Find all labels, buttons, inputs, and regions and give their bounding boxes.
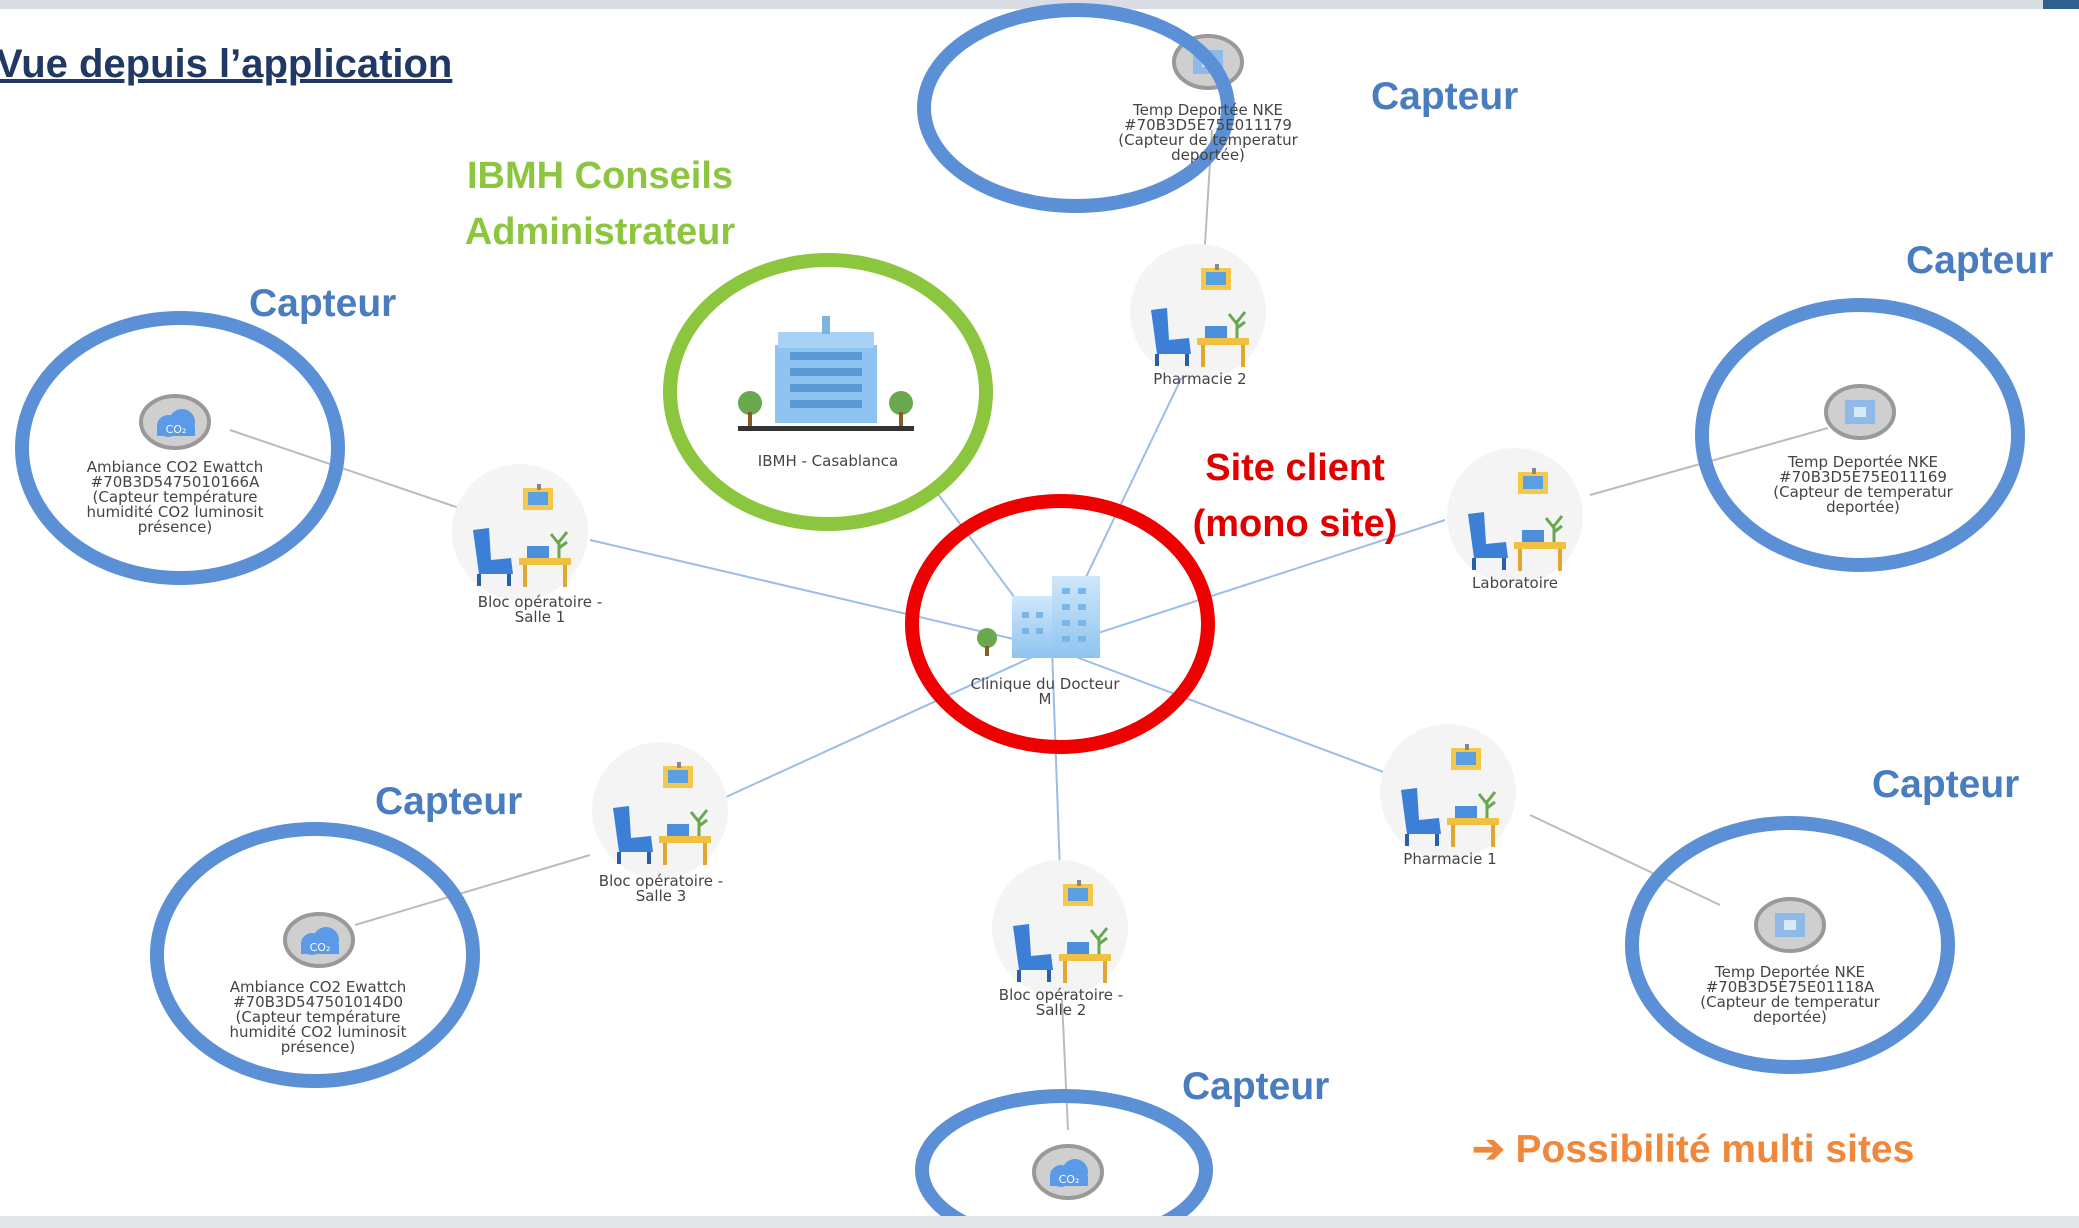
ring-sensor-left-bottom xyxy=(150,822,480,1088)
thermo-icon xyxy=(1754,897,1826,953)
ring-admin xyxy=(663,253,993,531)
thermo-icon xyxy=(1824,384,1896,440)
site-annotation: Site client(mono site) xyxy=(1192,447,1398,545)
multi-sites-text: Possibilité multi sites xyxy=(1515,1128,1915,1171)
co2-icon: CO₂ xyxy=(1032,1144,1104,1200)
co2-text: CO₂ xyxy=(310,941,331,954)
node-label-sensor-right-bottom: Temp Deportée NKE#70B3D5E75E01118A(Capte… xyxy=(1700,963,1880,1026)
co2-text: CO₂ xyxy=(166,423,187,436)
edge-bloc3-sensor xyxy=(354,854,591,926)
node-label-pharmacie1: Pharmacie 1 xyxy=(1403,850,1497,868)
capteur-label: Capteur xyxy=(1182,1065,1330,1108)
admin-building-icon xyxy=(738,316,914,431)
edge-center-bloc3 xyxy=(679,647,1053,819)
ring-site xyxy=(905,494,1215,754)
node-bloc3 xyxy=(592,742,728,878)
ring-sensor-top xyxy=(917,3,1235,213)
node-label-bloc2: Bloc opératoire -Salle 2 xyxy=(998,986,1124,1019)
co2-text: CO₂ xyxy=(1059,1173,1080,1186)
capteur-label: Capteur xyxy=(1906,239,2054,282)
page-title: Vue depuis l’application xyxy=(0,42,453,86)
ring-sensor-left-top xyxy=(15,311,345,585)
edge-pharmacie1-sensor xyxy=(1529,814,1721,906)
arrow-right-icon: ➔ xyxy=(1472,1128,1505,1171)
node-label-bloc3: Bloc opératoire -Salle 3 xyxy=(598,872,724,905)
edge-center-bloc1 xyxy=(589,539,1053,649)
node-label-sensor-left-bottom: Ambiance CO2 Ewattch#70B3D547501014D0(Ca… xyxy=(229,978,407,1056)
highlight-rings xyxy=(15,3,2025,1228)
co2-icon: CO₂ xyxy=(139,394,211,450)
edge-bloc1-sensor xyxy=(229,429,466,511)
node-pharmacie1 xyxy=(1380,724,1516,860)
edge-center-pharmacie1 xyxy=(1051,647,1406,781)
capteur-label: Capteur xyxy=(375,780,523,823)
ring-sensor-bottom xyxy=(915,1089,1213,1228)
center-building-icon xyxy=(977,576,1100,658)
node-label-sensor-left-top: Ambiance CO2 Ewattch#70B3D5475010166A(Ca… xyxy=(86,458,264,536)
capteur-label: Capteur xyxy=(249,282,397,325)
edge-bloc2-sensor xyxy=(1061,999,1069,1131)
co2-icon: CO₂ xyxy=(283,912,355,968)
ring-sensor-right-bottom xyxy=(1625,816,1955,1074)
node-bloc2 xyxy=(992,860,1128,996)
top-bar xyxy=(0,0,2079,9)
bottom-bar xyxy=(0,1216,2079,1228)
ring-sensor-right-top xyxy=(1695,298,2025,572)
multi-sites-annotation: ➔ Possibilité multi sites xyxy=(1472,1130,1914,1169)
node-bloc1 xyxy=(452,464,588,600)
node-label-laboratoire: Laboratoire xyxy=(1472,574,1558,592)
edge-center-laboratoire xyxy=(1051,519,1446,649)
node-label-admin: IBMH - Casablanca xyxy=(757,452,899,470)
node-label-sensor-top: Temp Deportée NKE#70B3D5E75E011179(Capte… xyxy=(1118,101,1298,164)
node-label-pharmacie2: Pharmacie 2 xyxy=(1153,370,1247,388)
top-bar-accent xyxy=(2043,0,2079,9)
capteur-label: Capteur xyxy=(1371,75,1519,118)
room-nodes xyxy=(452,244,1583,996)
node-label-sensor-right-top: Temp Deportée NKE#70B3D5E75E011169(Capte… xyxy=(1773,453,1953,516)
node-laboratoire xyxy=(1447,448,1583,584)
node-pharmacie2 xyxy=(1130,244,1266,380)
node-label-bloc1: Bloc opératoire -Salle 1 xyxy=(477,593,603,626)
capteur-label: Capteur xyxy=(1872,763,2020,806)
